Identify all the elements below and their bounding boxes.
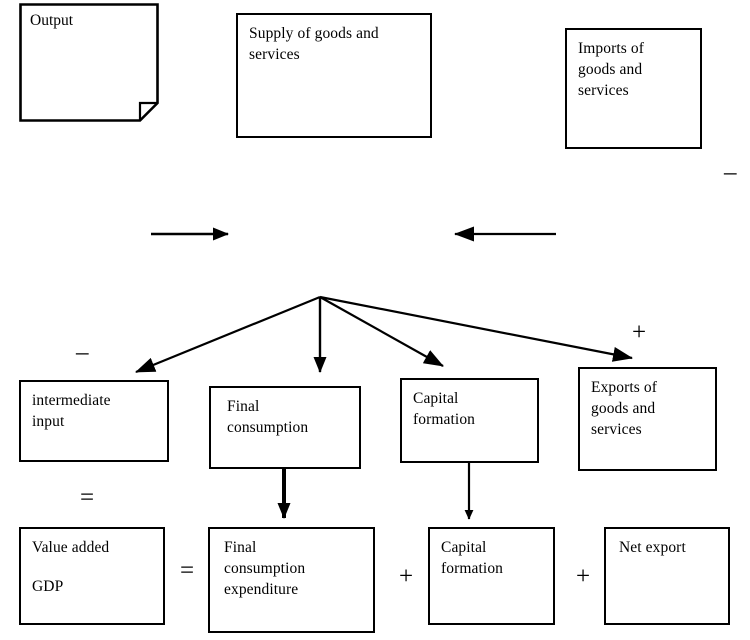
operator-equals-value-added: =: [80, 484, 95, 511]
operator-minus-intermediate: –: [76, 339, 89, 366]
node-capital-formation-bottom[interactable]: Capital formation: [428, 527, 555, 625]
node-exports[interactable]: Exports of goods and services: [578, 367, 717, 471]
node-imports[interactable]: Imports of goods and services: [565, 28, 702, 149]
operator-equals-gdp: =: [180, 557, 195, 584]
node-final-consumption[interactable]: Final consumption: [209, 386, 361, 469]
node-supply[interactable]: Supply of goods and services: [236, 13, 432, 138]
node-output-label: Output: [30, 12, 74, 29]
operator-plus-exports: +: [632, 319, 647, 346]
operator-plus-net-export: +: [576, 563, 591, 590]
operator-plus-capital: +: [399, 563, 414, 590]
node-net-export[interactable]: Net export: [604, 527, 730, 625]
node-final-consumption-expenditure[interactable]: Final consumption expenditure: [208, 527, 375, 633]
document-shape-icon: [19, 3, 159, 122]
edge-branch-to-capital-formation: [319, 296, 444, 367]
node-capital-formation-mid[interactable]: Capital formation: [400, 378, 539, 463]
node-intermediate-input[interactable]: intermediate input: [19, 380, 169, 462]
operator-minus-imports: –: [724, 159, 737, 186]
node-value-added[interactable]: Value added GDP: [19, 527, 165, 625]
edge-branch-to-exports: [319, 295, 633, 362]
edge-branch-to-intermediate-input: [135, 295, 321, 374]
node-output[interactable]: Output: [19, 3, 159, 122]
